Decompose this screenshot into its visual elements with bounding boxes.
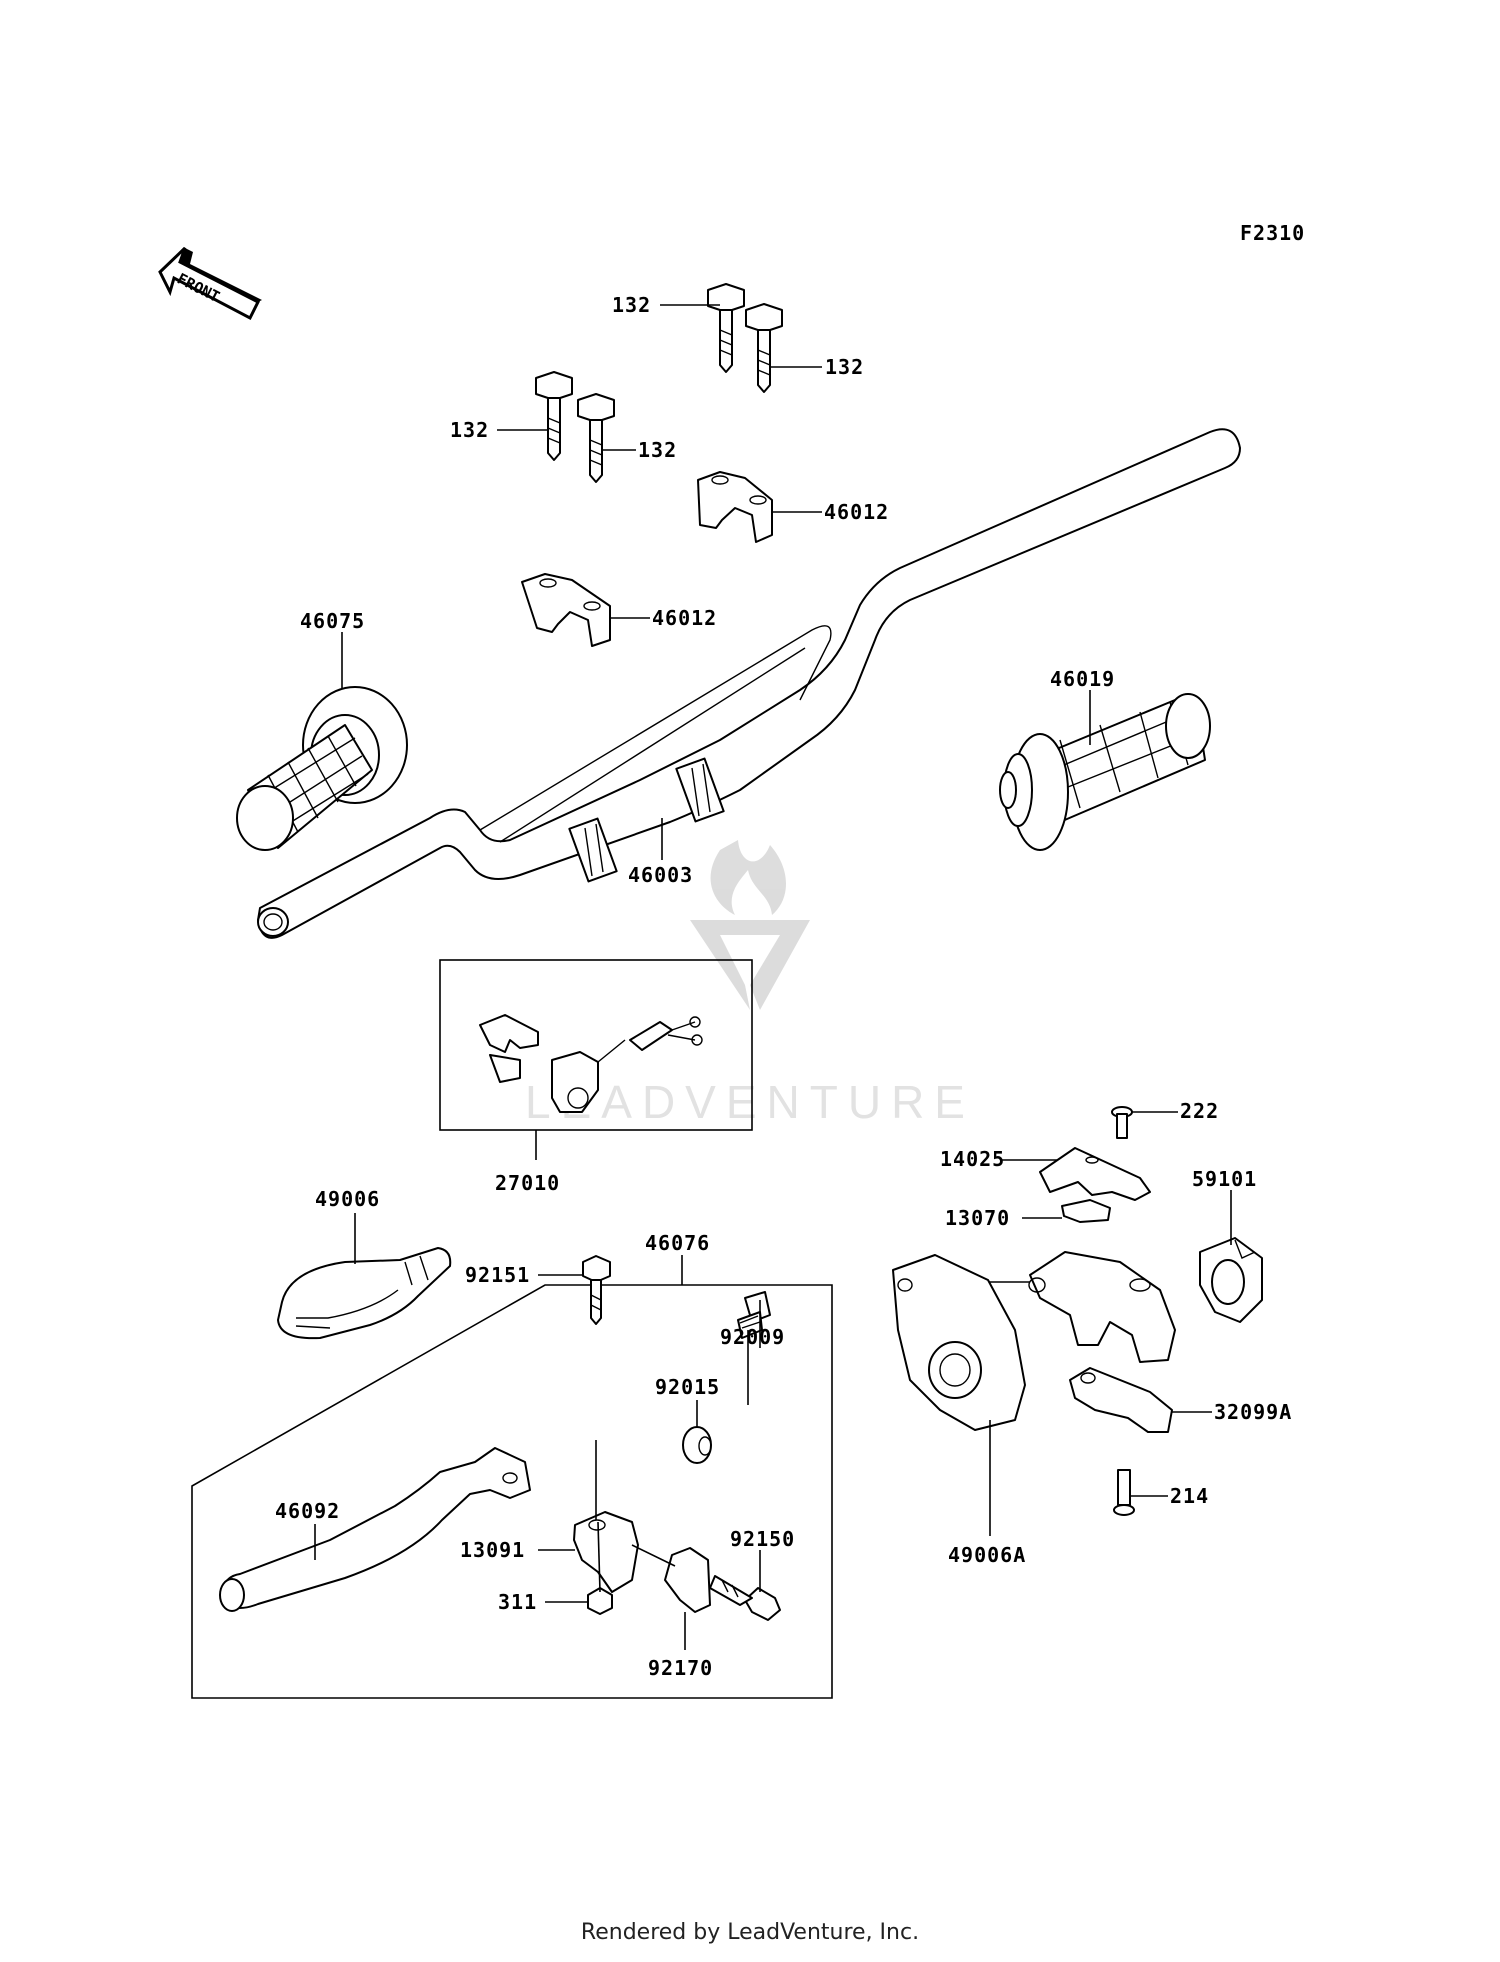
bracket-13091-icon [573,1511,639,1593]
switch-assy-box [439,959,753,1131]
callout-32099a: 32099A [1214,1400,1292,1424]
callout-132-a: 132 [612,293,651,317]
left-grip-icon [236,686,408,851]
bolt-92150-icon [709,1575,781,1621]
callout-214: 214 [1170,1484,1209,1508]
bolt-92151-icon [582,1255,611,1325]
watermark-logo [690,840,810,1010]
switch-assy-icon [479,1014,703,1113]
front-arrow-icon: FRONT [158,246,262,321]
callout-27010: 27010 [495,1171,560,1195]
callout-46003: 46003 [628,863,693,887]
callout-49006: 49006 [315,1187,380,1211]
callout-92151: 92151 [465,1263,530,1287]
screw-214-icon [1113,1469,1135,1516]
callout-46012-upper: 46012 [824,500,889,524]
lever-assy-box [191,1284,833,1699]
housing-49006a-icon [892,1254,1026,1431]
callout-311: 311 [498,1590,537,1614]
bolt-132-icon [535,371,573,461]
callout-49006a: 49006A [948,1543,1026,1567]
clamp-13070-icon [1061,1199,1111,1223]
cover-14025-icon [1039,1147,1151,1201]
callout-46092: 46092 [275,1499,340,1523]
nut-92015-icon [682,1426,712,1464]
callout-13091: 13091 [460,1538,525,1562]
callout-92009: 92009 [720,1325,785,1349]
screw-222-icon [1111,1106,1133,1139]
callout-222: 222 [1180,1099,1219,1123]
callout-14025: 14025 [940,1147,1005,1171]
callout-59101: 59101 [1192,1167,1257,1191]
handlebar-icon [257,428,1241,939]
adjuster-92009-icon [737,1291,771,1339]
callout-132-b: 132 [825,355,864,379]
case-32099a-icon [1069,1367,1173,1433]
case-32099-icon [1028,1251,1176,1363]
bolt-132-icon [707,283,745,373]
callout-132-d: 132 [638,438,677,462]
clamp-92170-icon [664,1547,711,1613]
callout-46012-lower: 46012 [652,606,717,630]
grip-59101-icon [1199,1237,1263,1323]
callout-92150: 92150 [730,1527,795,1551]
footer-credit: Rendered by LeadVenture, Inc. [580,1920,920,1945]
callout-13070: 13070 [945,1206,1010,1230]
callout-132-c: 132 [450,418,489,442]
bolt-132-icon [577,393,615,483]
bolt-132-icon [745,303,783,393]
lever-46092-icon [219,1447,531,1612]
callout-46019: 46019 [1050,667,1115,691]
callout-92170: 92170 [648,1656,713,1680]
callout-46075: 46075 [300,609,365,633]
callout-46076: 46076 [645,1231,710,1255]
figure-code: F2310 [1240,221,1305,245]
lever-guard-icon [277,1247,452,1340]
throttle-grip-icon [999,693,1211,851]
callout-92015: 92015 [655,1375,720,1399]
handlebar-holder-icon [697,471,773,543]
handlebar-holder-icon [521,573,611,647]
